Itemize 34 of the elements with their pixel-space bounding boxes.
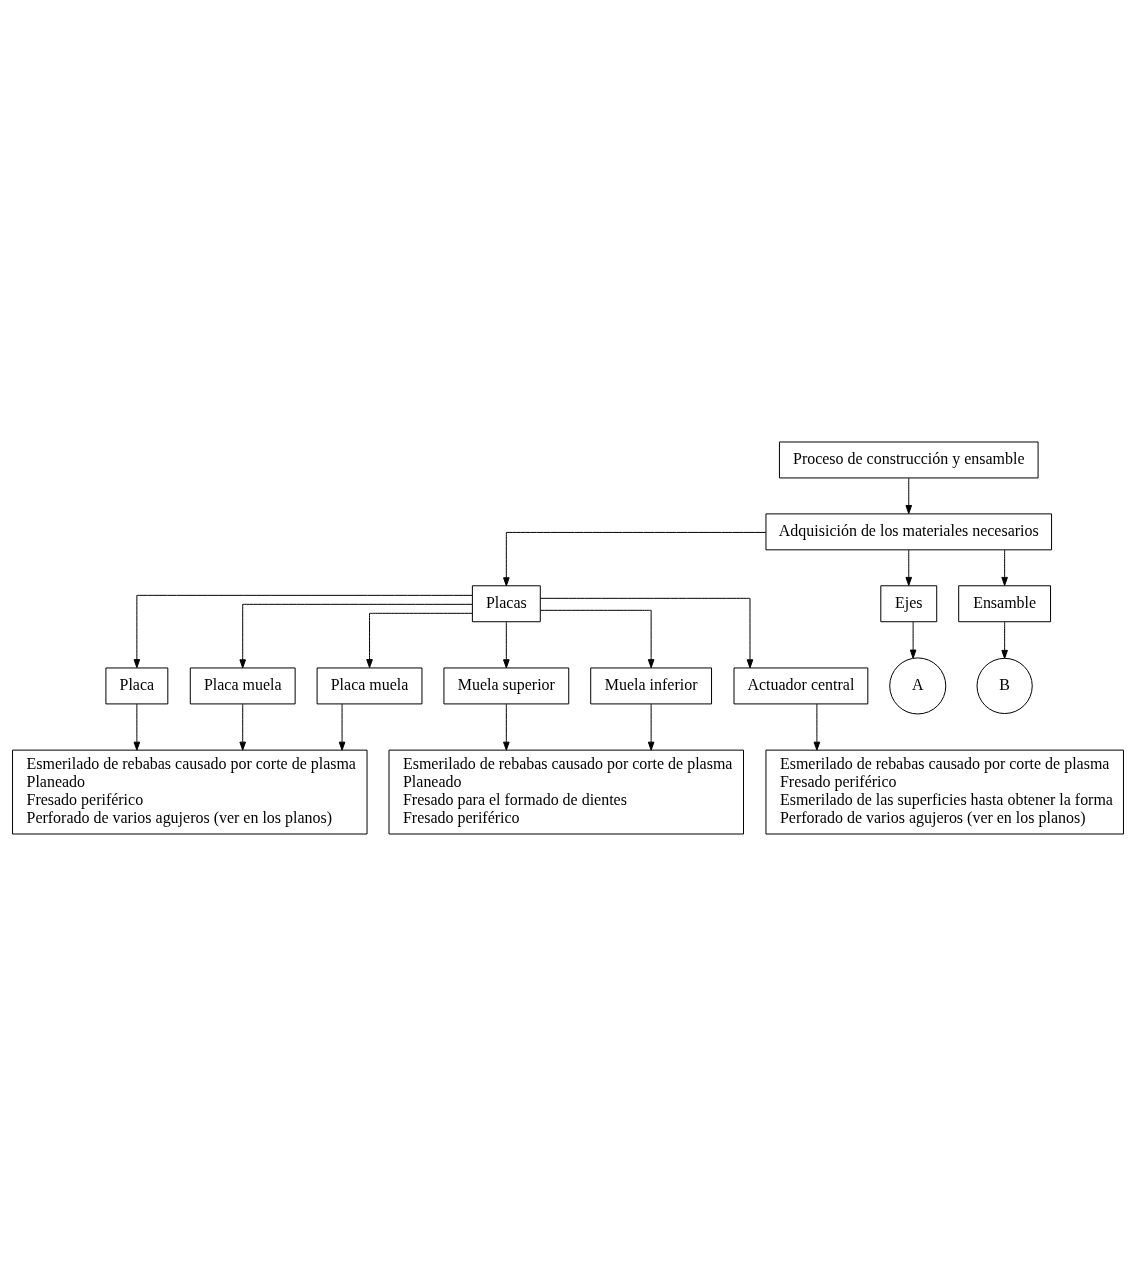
node-box: Esmerilado de rebabas causado por corte de plasma Planeado Fresado para el formado de dientes Fresado periférico [388, 749, 744, 834]
node-box: Ensamble [958, 584, 1052, 622]
node-box: Muela superior [443, 666, 570, 704]
arrow [503, 621, 510, 668]
arrow [905, 477, 913, 514]
arrow [647, 702, 655, 751]
node-box: Muela inferior [590, 666, 713, 704]
arrow [239, 603, 473, 668]
arrow [338, 702, 346, 751]
node-box: Placa muela [316, 666, 423, 704]
node-box: Adquisición de los materiales necesarios [765, 512, 1053, 550]
node-box: Ejes [880, 584, 938, 622]
node-box: Proceso de construcción y ensamble [778, 441, 1039, 478]
arrow [813, 702, 821, 751]
arrow [366, 612, 473, 668]
arrow [1001, 621, 1008, 659]
arrow [539, 597, 754, 668]
node-box: Placas [471, 584, 541, 622]
node-box: Esmerilado de rebabas causado por corte de plasma Planeado Fresado periférico Perforado de varios agujeros (ver en los planos) [12, 749, 368, 834]
node-box: Esmerilado de rebabas causado por corte de plasma Fresado periférico Esmerilado de las superficies hasta obtener la forma Perforado de varios agujeros (ver en los planos) [765, 749, 1124, 834]
arrow [503, 702, 510, 751]
node-box: Placa [105, 666, 169, 704]
arrow [133, 702, 141, 751]
arrow [133, 594, 473, 668]
arrow [540, 609, 655, 668]
arrow [909, 621, 917, 659]
node-box: Actuador central [733, 666, 869, 704]
arrow [239, 702, 246, 751]
arrow [905, 549, 913, 586]
arrow [1001, 549, 1008, 586]
arrow [503, 531, 767, 586]
node-circle: A [889, 656, 947, 714]
node-circle: B [976, 657, 1033, 714]
node-box: Placa muela [189, 666, 296, 704]
